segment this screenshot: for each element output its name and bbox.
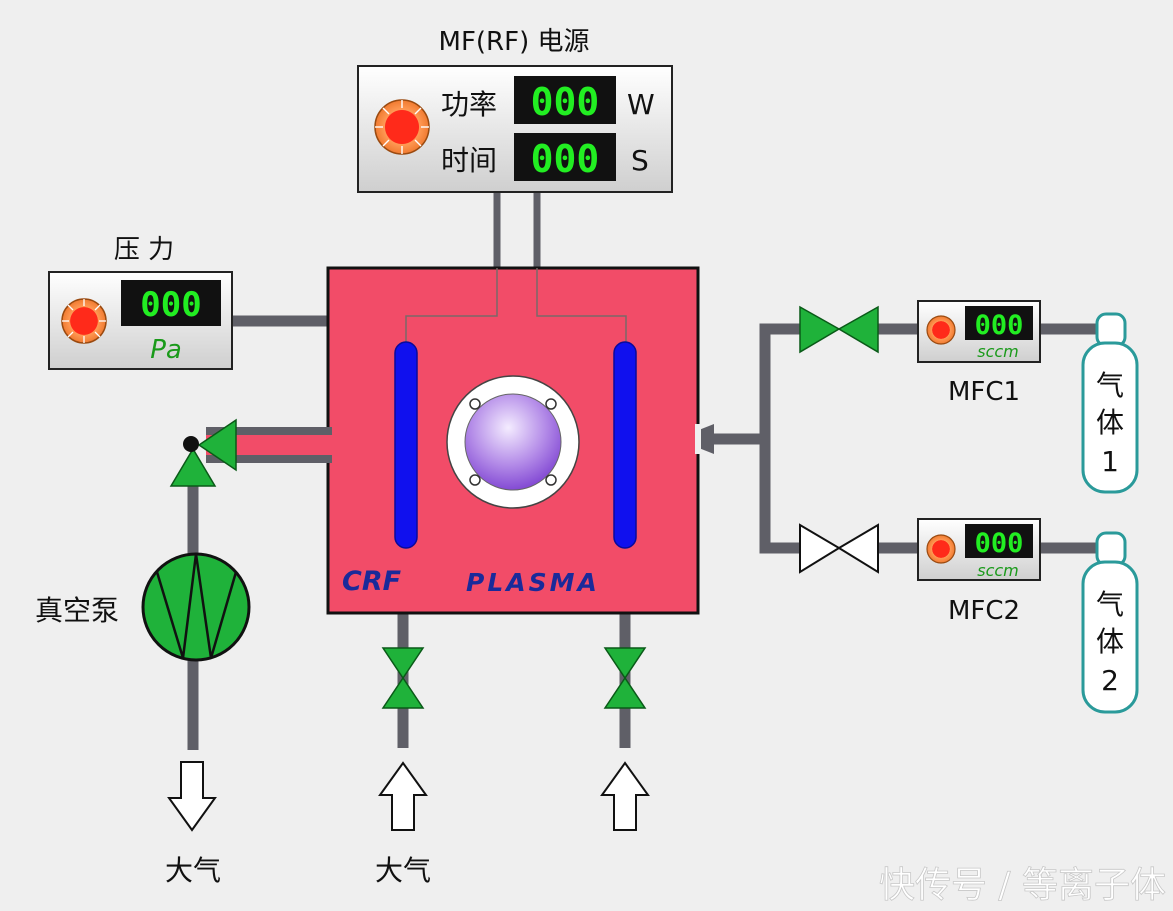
exhaust-label: 大气 xyxy=(165,854,221,887)
right-electrode xyxy=(613,341,637,549)
mfc1-knob-icon[interactable] xyxy=(926,315,956,345)
rf-time-unit: S xyxy=(631,144,649,177)
gas-tank-1-label-2: 体 xyxy=(1096,406,1124,439)
gas-valve-2-right-icon xyxy=(837,523,879,574)
pump-valve-down-icon xyxy=(169,447,217,487)
vent-valve-1-bottom-icon xyxy=(381,676,425,709)
rf-time-value: 000 xyxy=(531,137,600,181)
rf-power-panel: 功率 000 W 时间 000 S xyxy=(357,65,673,193)
vent-valve-1[interactable] xyxy=(381,647,425,709)
mfc2-label: MFC2 xyxy=(948,596,1020,626)
gas-tank-1: 气 体 1 xyxy=(1081,312,1139,494)
vent-2-arrow-up-icon xyxy=(600,761,650,831)
rf-power-unit: W xyxy=(627,88,655,121)
pump-label: 真空泵 xyxy=(35,594,119,627)
pump-valve-right-icon xyxy=(197,418,237,472)
left-electrode xyxy=(394,341,418,549)
gas-tank-1-valve-icon xyxy=(1095,312,1127,348)
vent-valve-2-bottom-icon xyxy=(603,676,647,709)
gas-valve-1-left-icon xyxy=(799,305,841,354)
mfc1-value: 000 xyxy=(975,310,1024,341)
gas-valve-2[interactable] xyxy=(799,523,879,574)
valve-pivot-icon xyxy=(183,436,199,452)
mfc2-knob-icon[interactable] xyxy=(926,534,956,564)
mfc2-value: 000 xyxy=(975,528,1024,559)
rf-power-knob-icon[interactable] xyxy=(374,99,430,155)
gas-tank-1-label-1: 气 xyxy=(1096,369,1124,402)
gas-tank-2: 气 体 2 xyxy=(1081,531,1139,714)
viewport-window xyxy=(446,375,580,509)
vent-1-arrow-up-icon xyxy=(378,761,428,831)
vacuum-pump-icon[interactable] xyxy=(141,552,251,662)
gas-valve-1[interactable] xyxy=(799,305,879,354)
gas-tank-2-label-3: 2 xyxy=(1101,664,1119,697)
plasma-chamber: CRF PLASMA xyxy=(206,266,701,615)
mfc2-panel: 000 sccm xyxy=(917,518,1041,581)
mfc1-display xyxy=(965,306,1033,340)
exhaust-arrow-down-icon xyxy=(167,761,217,832)
gas-valve-2-left-icon xyxy=(799,523,841,574)
pressure-knob-icon[interactable] xyxy=(61,298,107,344)
chamber-logo-left: CRF xyxy=(342,566,402,597)
rf-time-display xyxy=(514,133,616,181)
vent-valve-1-top-icon xyxy=(381,647,425,680)
pressure-unit: Pa xyxy=(150,335,182,365)
gas-valve-1-right-icon xyxy=(837,305,879,354)
pressure-display xyxy=(121,280,221,326)
mfc1-panel: 000 sccm xyxy=(917,300,1041,363)
rf-power-display xyxy=(514,76,616,124)
gas-tank-2-valve-icon xyxy=(1095,531,1127,567)
gas-tank-1-label-3: 1 xyxy=(1101,445,1119,478)
chamber-logo-right: PLASMA xyxy=(466,568,600,597)
vent-valve-2-top-icon xyxy=(603,647,647,680)
pressure-gauge-panel: 000 Pa xyxy=(48,271,233,370)
vent-1-label: 大气 xyxy=(375,854,431,887)
mfc1-unit: sccm xyxy=(977,342,1019,361)
rf-power-title: MF(RF) 电源 xyxy=(439,27,590,57)
pressure-title: 压 力 xyxy=(114,235,174,265)
vent-valve-2[interactable] xyxy=(603,647,647,709)
rf-power-value: 000 xyxy=(531,80,600,124)
rf-power-label: 功率 xyxy=(441,88,497,121)
rf-time-label: 时间 xyxy=(441,144,497,177)
watermark: 快传号 / 等离子体 xyxy=(879,865,1166,906)
gas-tank-2-label-1: 气 xyxy=(1096,588,1124,621)
gas-tank-2-label-2: 体 xyxy=(1096,625,1124,658)
mfc2-unit: sccm xyxy=(977,561,1019,580)
mfc1-label: MFC1 xyxy=(948,377,1020,407)
pump-check-valve[interactable] xyxy=(169,418,237,487)
mfc2-display xyxy=(965,524,1033,558)
pressure-value: 000 xyxy=(140,285,201,325)
